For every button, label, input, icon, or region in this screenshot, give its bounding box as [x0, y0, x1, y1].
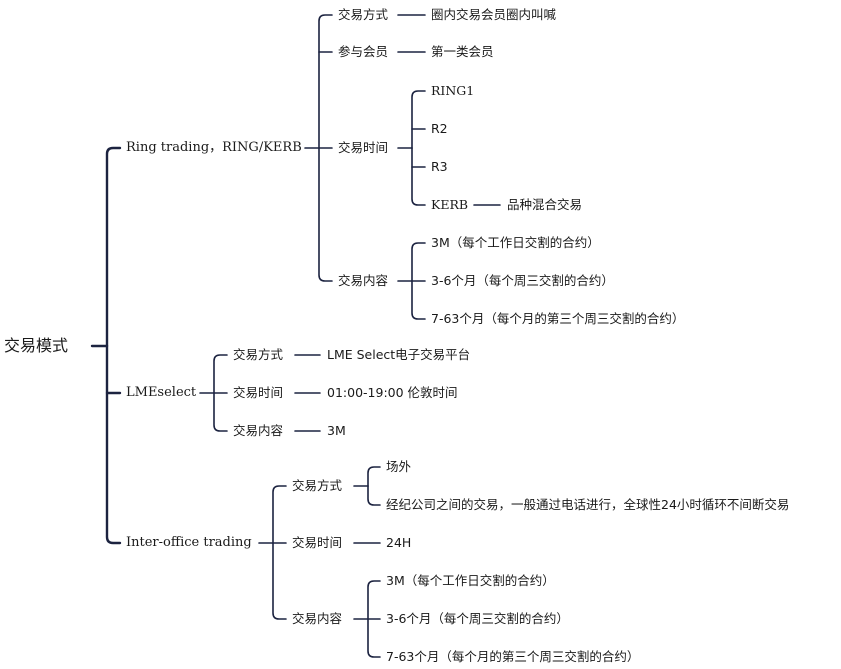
- inter-content-item[interactable]: 7-63个月（每个月的第三个周三交割的合约）: [386, 649, 640, 664]
- ring-content-label[interactable]: 交易内容: [338, 273, 389, 288]
- connector-line: [318, 14, 333, 149]
- ring-trading-node[interactable]: Ring trading，RING/KERB: [126, 140, 302, 155]
- inter-content-item[interactable]: 3-6个月（每个周三交割的合约）: [386, 611, 569, 626]
- inter-office-node[interactable]: Inter-office trading: [126, 535, 252, 550]
- connector-line: [213, 354, 228, 394]
- inter-method-item[interactable]: 场外: [386, 459, 412, 474]
- lme-time-value[interactable]: 01:00-19:00 伦敦时间: [327, 385, 458, 400]
- connector-line: [411, 147, 426, 206]
- connector-line: [105, 344, 122, 545]
- connector-line: [411, 242, 426, 282]
- ring-time-item[interactable]: R3: [431, 159, 448, 174]
- connector-line: [318, 147, 333, 282]
- ring-time-label[interactable]: 交易时间: [338, 140, 389, 155]
- connector-line: [272, 542, 287, 620]
- lme-method-value[interactable]: LME Select电子交易平台: [327, 347, 471, 362]
- ring-time-item[interactable]: R2: [431, 121, 448, 136]
- inter-content-item[interactable]: 3M（每个工作日交割的合约）: [386, 573, 555, 588]
- inter-method-label[interactable]: 交易方式: [292, 478, 343, 493]
- inter-time-value[interactable]: 24H: [386, 535, 412, 550]
- lme-method-label[interactable]: 交易方式: [233, 347, 284, 362]
- inter-content-label[interactable]: 交易内容: [292, 611, 343, 626]
- inter-time-label[interactable]: 交易时间: [292, 535, 343, 550]
- connector-line: [411, 280, 426, 320]
- kerb-note[interactable]: 品种混合交易: [507, 197, 583, 212]
- connector-line: [367, 466, 381, 487]
- connector-line: [367, 618, 381, 658]
- lme-content-label[interactable]: 交易内容: [233, 423, 284, 438]
- lmeselect-node[interactable]: LMEselect: [126, 385, 197, 400]
- lme-time-label[interactable]: 交易时间: [233, 385, 284, 400]
- ring-member-label[interactable]: 参与会员: [338, 44, 389, 59]
- connector-line: [272, 485, 287, 544]
- ring-method-label[interactable]: 交易方式: [338, 7, 389, 22]
- ring-time-item[interactable]: RING1: [431, 83, 475, 98]
- inter-method-item[interactable]: 经纪公司之间的交易，一般通过电话进行，全球性24小时循环不间断交易: [386, 497, 790, 512]
- ring-content-item[interactable]: 3-6个月（每个周三交割的合约）: [431, 273, 614, 288]
- ring-content-item[interactable]: 3M（每个工作日交割的合约）: [431, 235, 600, 250]
- connector-line: [105, 146, 122, 348]
- connector-line: [367, 485, 381, 506]
- lme-content-value[interactable]: 3M: [327, 423, 346, 438]
- ring-time-item[interactable]: KERB: [431, 197, 469, 212]
- connector-line: [411, 90, 426, 149]
- connector-line: [367, 580, 381, 620]
- root-node[interactable]: 交易模式: [4, 336, 69, 355]
- ring-method-value[interactable]: 圈内交易会员圈内叫喊: [431, 7, 557, 22]
- ring-member-value[interactable]: 第一类会员: [431, 44, 494, 59]
- ring-content-item[interactable]: 7-63个月（每个月的第三个周三交割的合约）: [431, 311, 685, 326]
- connector-line: [213, 392, 228, 432]
